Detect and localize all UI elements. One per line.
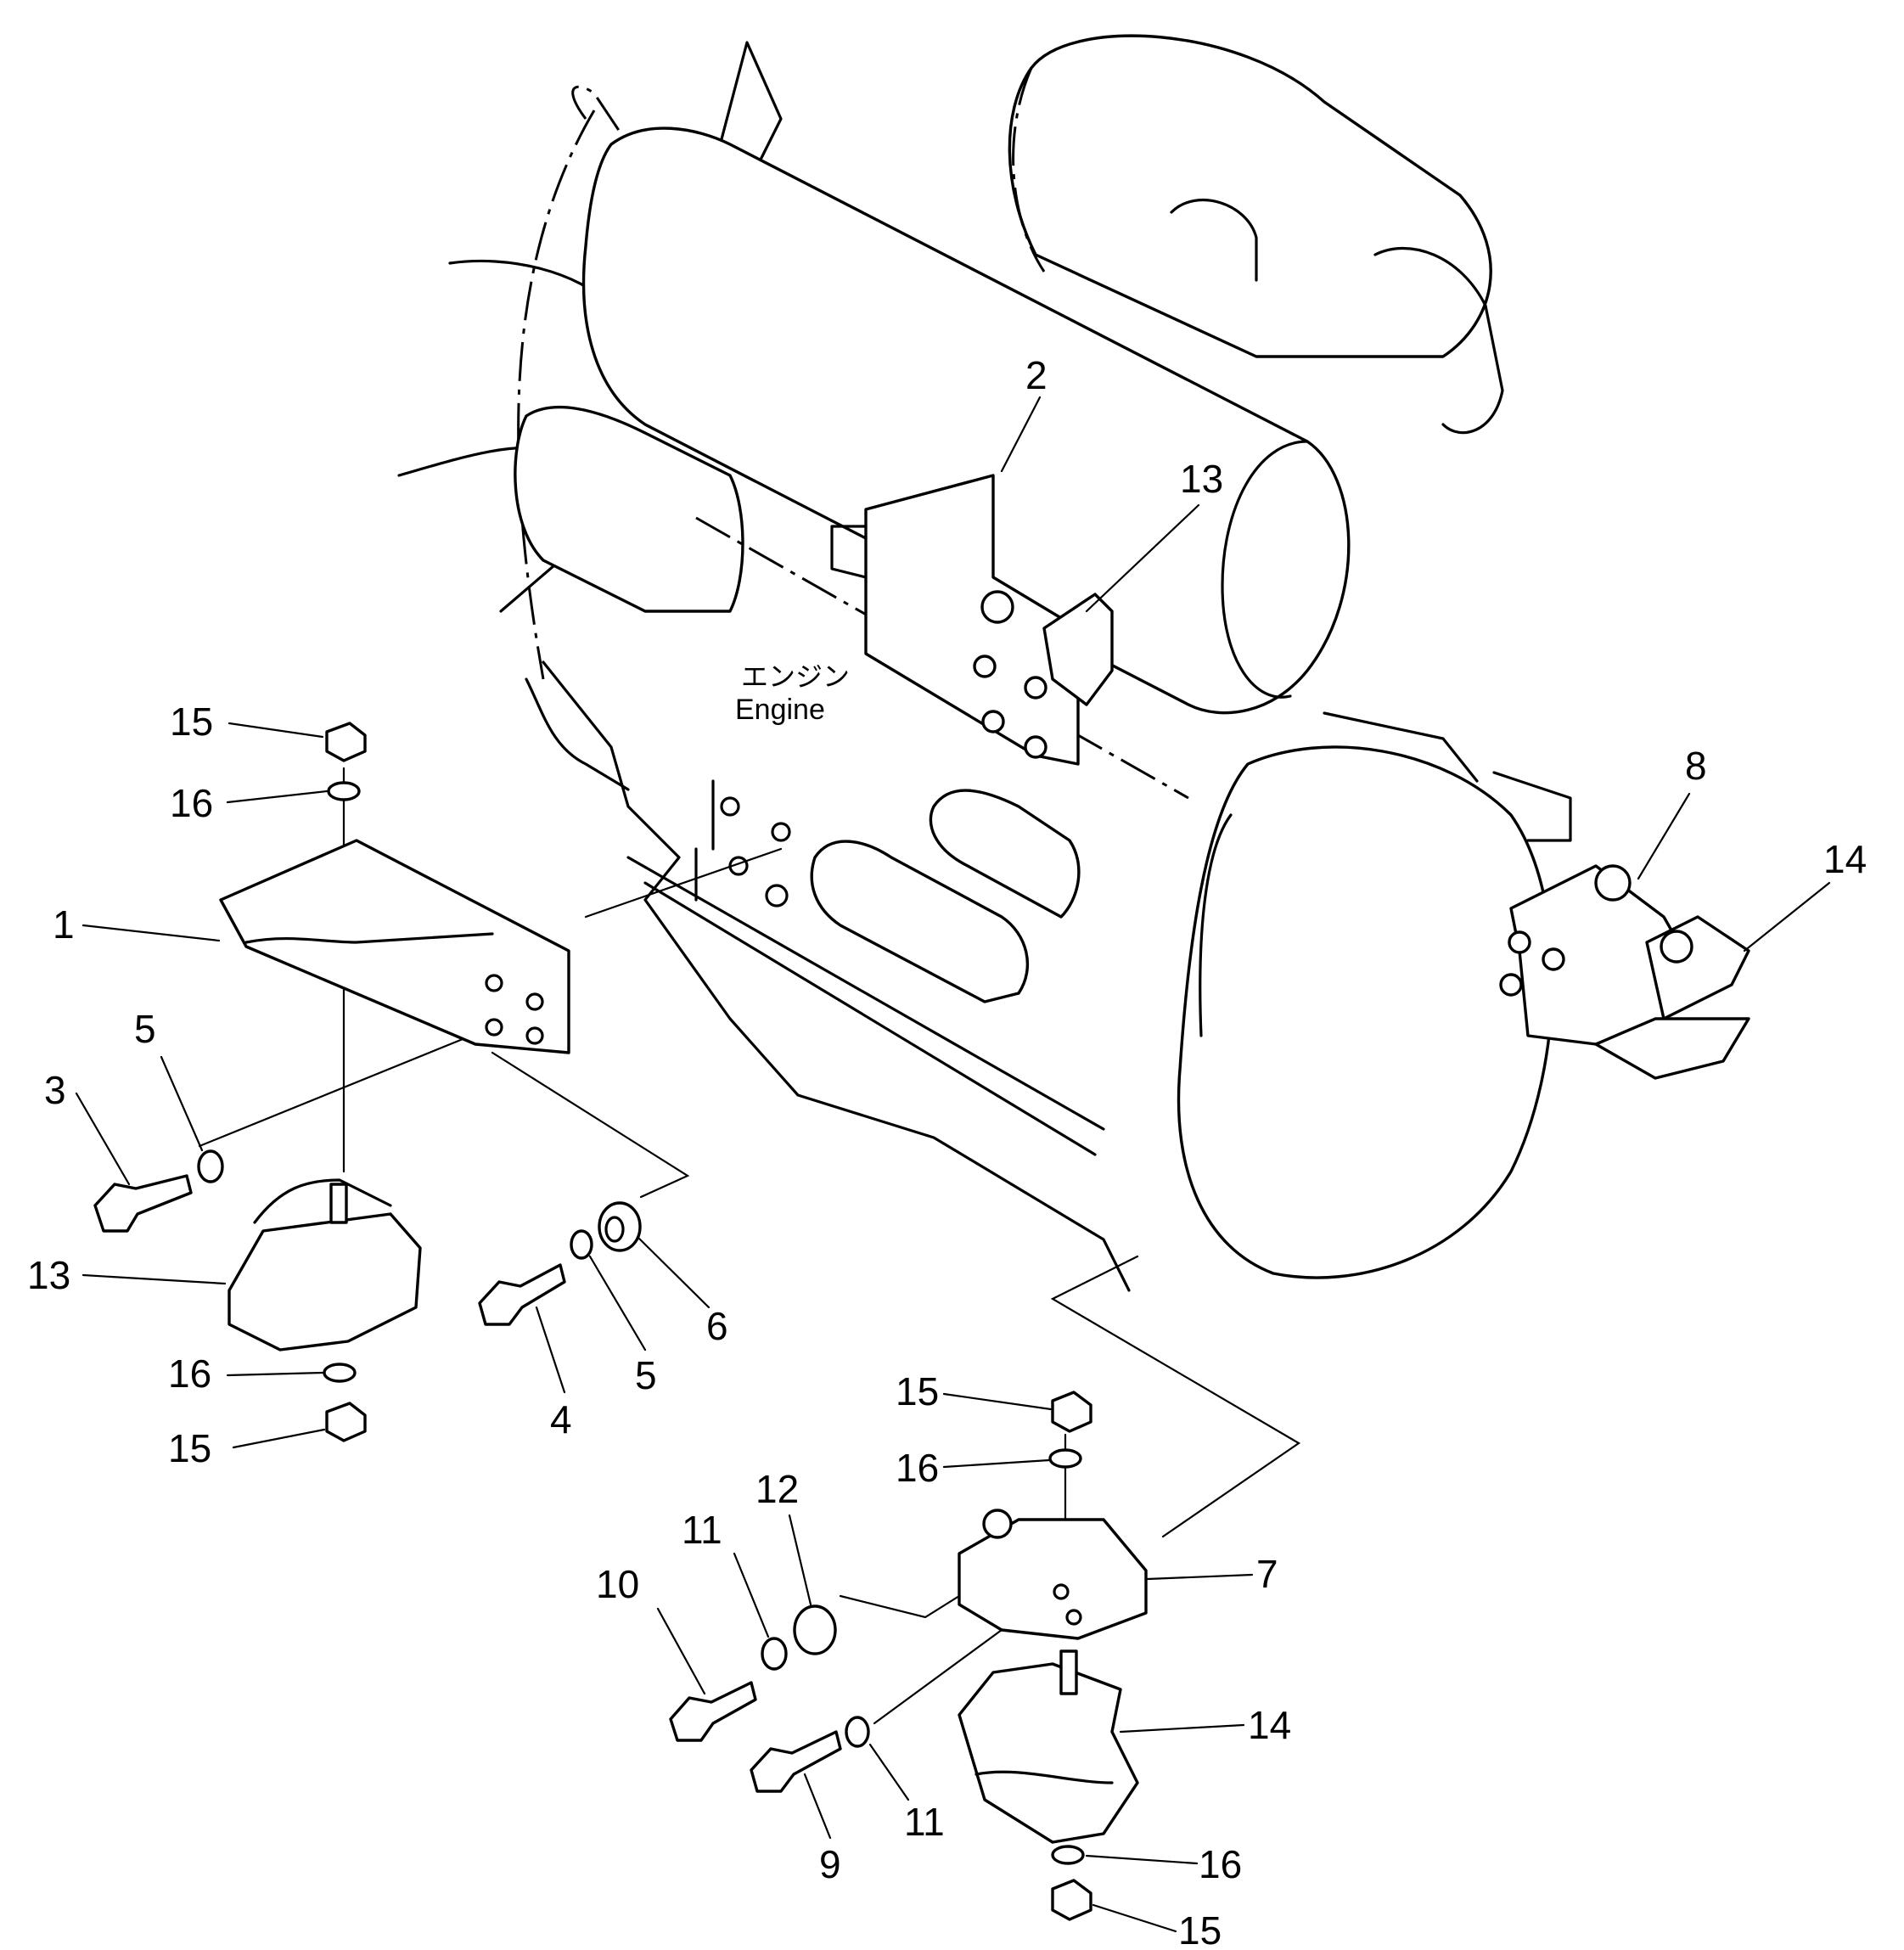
washer-5-left bbox=[197, 1149, 224, 1183]
callout-15d: 15 bbox=[1178, 1908, 1222, 1950]
washer-16-top bbox=[327, 781, 361, 801]
callout-6: 6 bbox=[706, 1304, 728, 1348]
bracket-2 bbox=[830, 474, 1114, 766]
bolt-9 bbox=[750, 1730, 842, 1793]
callout-11b: 11 bbox=[904, 1800, 945, 1844]
bracket-1 bbox=[219, 839, 570, 1054]
washer-16-rear-bottom bbox=[1051, 1845, 1085, 1865]
callout-16a: 16 bbox=[170, 781, 213, 825]
mount-13 bbox=[227, 1212, 422, 1352]
callout-3: 3 bbox=[44, 1068, 66, 1112]
muffler bbox=[1008, 34, 1504, 435]
flywheel-housing bbox=[1177, 711, 1572, 1279]
callout-15a: 15 bbox=[170, 700, 213, 744]
callout-11a: 11 bbox=[682, 1508, 722, 1552]
nut-15-bottom bbox=[325, 1402, 367, 1442]
callout-15c: 15 bbox=[896, 1369, 939, 1413]
callouts: 1 2 3 4 5 5 6 7 8 9 10 11 11 12 13 13 14… bbox=[27, 353, 1867, 1950]
leader-lines bbox=[75, 396, 1831, 1933]
callout-14a: 14 bbox=[1823, 837, 1867, 881]
washer-5-center bbox=[570, 1229, 593, 1260]
callout-16d: 16 bbox=[1199, 1842, 1242, 1886]
air-cleaner bbox=[581, 126, 1351, 715]
washer-11-upper bbox=[761, 1637, 788, 1671]
nut-15-top bbox=[325, 722, 367, 762]
engine-block bbox=[525, 516, 1189, 1292]
washer-16-bottom bbox=[323, 1363, 357, 1383]
bolt-10 bbox=[669, 1681, 757, 1742]
callout-7: 7 bbox=[1256, 1552, 1278, 1596]
center-bolt-group bbox=[478, 1201, 642, 1326]
washer-16-rear-top bbox=[1048, 1448, 1082, 1469]
bolt-4 bbox=[478, 1263, 566, 1326]
nut-15-rear-top bbox=[1051, 1391, 1092, 1433]
callout-13b: 13 bbox=[1180, 457, 1223, 501]
callout-9: 9 bbox=[819, 1842, 841, 1886]
callout-2: 2 bbox=[1025, 353, 1047, 397]
bracket-7 bbox=[958, 1518, 1148, 1640]
engine-label-en: Engine bbox=[735, 694, 825, 726]
nut-15-rear-bottom bbox=[1051, 1879, 1092, 1921]
callout-14b: 14 bbox=[1248, 1703, 1291, 1747]
callout-5b: 5 bbox=[635, 1353, 657, 1397]
engine-assembly: エンジン Engine bbox=[397, 34, 1750, 1292]
engine-label-jp: エンジン bbox=[741, 661, 850, 692]
callout-10: 10 bbox=[596, 1562, 639, 1606]
callout-5a: 5 bbox=[134, 1007, 156, 1051]
callout-1: 1 bbox=[53, 902, 75, 947]
callout-16c: 16 bbox=[896, 1446, 939, 1490]
intake-pipe bbox=[810, 789, 1081, 1003]
collar-12 bbox=[793, 1604, 837, 1655]
callout-16b: 16 bbox=[168, 1352, 211, 1396]
bolt-3 bbox=[93, 1174, 193, 1233]
bracket-8 bbox=[1499, 864, 1750, 1080]
callout-8: 8 bbox=[1685, 744, 1707, 788]
washer-11-lower bbox=[845, 1716, 870, 1748]
mount-14 bbox=[958, 1662, 1139, 1844]
callout-15b: 15 bbox=[168, 1426, 211, 1470]
front-mount-group bbox=[93, 722, 783, 1442]
callout-4: 4 bbox=[550, 1397, 572, 1441]
oil-filter bbox=[514, 405, 744, 613]
callout-13a: 13 bbox=[27, 1253, 70, 1297]
callout-12: 12 bbox=[755, 1467, 799, 1511]
rear-mount-group bbox=[669, 1255, 1301, 1921]
